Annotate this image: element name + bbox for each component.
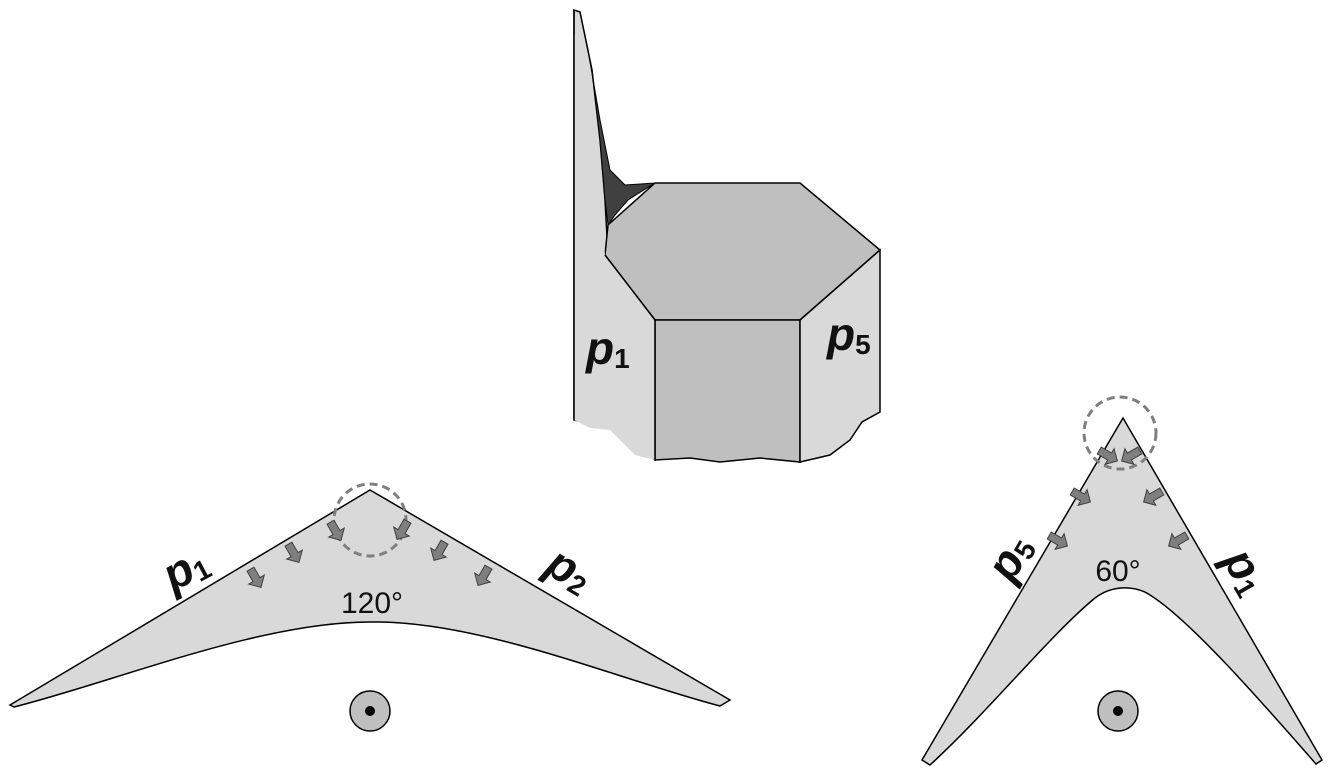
wedge-60-dashed-circle: [1082, 395, 1158, 471]
hexagonal-prism: p1 p5: [573, 8, 882, 463]
prism-left-label: p1: [584, 322, 630, 374]
arrow-icon: [1096, 446, 1119, 466]
wedge-60-axis-icon: [1097, 690, 1139, 732]
arrow-icon: [429, 539, 449, 562]
arrow-icon: [1046, 531, 1069, 551]
wedge-120: 120° p1 p2: [8, 482, 732, 732]
arrow-icon: [1167, 531, 1190, 551]
prism-right-label: p5: [825, 308, 871, 360]
wedge-60: 60° p5 p1: [920, 395, 1324, 766]
arrow-icon: [246, 566, 266, 589]
prism-left-face: [574, 30, 655, 460]
arrow-icon: [1142, 487, 1165, 507]
wedge-120-arrows: [246, 518, 493, 589]
arrow-icon: [326, 519, 346, 542]
wedge-60-arrows: [1046, 446, 1190, 551]
prism-front-face: [654, 319, 801, 463]
arrow-icon: [284, 541, 304, 564]
prism-spike-shadow: [579, 11, 656, 227]
arrow-icon: [473, 564, 493, 587]
arrow-icon: [1069, 487, 1092, 507]
arrow-icon: [392, 518, 412, 541]
wedge-60-shape: [920, 416, 1324, 766]
wedge-120-shape: [8, 489, 732, 708]
wedge-120-angle-label: 120°: [341, 587, 403, 620]
prism-right-face: [799, 248, 881, 463]
wedge-60-angle-label: 60°: [1095, 555, 1140, 588]
arrow-icon: [1120, 446, 1143, 466]
wedge-120-axis-icon: [349, 690, 391, 732]
